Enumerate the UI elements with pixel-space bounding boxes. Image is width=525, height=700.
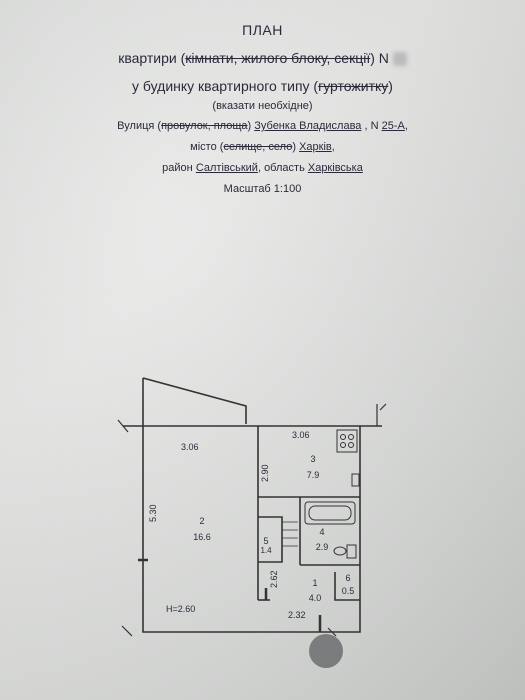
outer-wall [142,378,361,633]
document-title: ПЛАН [242,22,283,38]
dim-lower-mid: 2.62 [269,570,279,588]
dim-top-left: 3.06 [181,442,199,452]
room-5-number: 5 [263,536,268,546]
scale-line: Масштаб 1:100 [223,183,302,195]
room-5-area: 1.4 [260,546,272,555]
apartment-line: квартири (кімнати, жилого блоку, секції)… [0,50,525,67]
closet-walls [334,572,360,601]
building-type-line: у будинку квартирного типу (гуртожитку) [132,78,393,94]
dim-room3-height: 2.90 [260,464,270,482]
bathtub-inner [308,505,352,521]
ceiling-height: H=2.60 [166,604,195,614]
room-3-area: 7.9 [307,470,320,480]
dimension-ticks [117,403,387,637]
dim-left-side: 5.30 [148,504,158,522]
toilet-tank-icon [346,544,357,559]
pantry-walls [258,516,283,563]
room-4-number: 4 [319,527,324,537]
stove-icon [336,429,358,453]
dim-top-right: 3.06 [292,430,310,440]
stove-burner-icon [340,434,346,440]
redacted-number [392,52,407,67]
binder-hole [309,634,343,668]
room-6-number: 6 [345,573,350,583]
room-4-area: 2.9 [316,542,329,552]
dim-bottom: 2.32 [288,610,306,620]
city-line: місто (селище, село) Харків, [190,141,335,153]
hint-line: (вказати необхідне) [212,100,313,112]
room-2-area: 16.6 [193,532,211,542]
room-6-area: 0.5 [342,586,355,596]
stair-icon [282,521,298,547]
district-line: район Салтівський, область Харківська [162,162,363,174]
street-line: Вулиця (провулок, площа) Зубенка Владисл… [117,120,408,132]
room-1-area: 4.0 [309,593,322,603]
room-1-number: 1 [312,578,317,588]
sink-icon [351,473,360,487]
door-marks [138,558,322,632]
stove-burner-icon [348,442,354,448]
room-2-number: 2 [199,516,204,526]
room-3-number: 3 [310,454,315,464]
bathtub-icon [304,501,356,525]
roof-wall [142,377,247,424]
toilet-bowl-icon [333,546,347,556]
stove-burner-icon [340,442,346,448]
stove-burner-icon [348,434,354,440]
